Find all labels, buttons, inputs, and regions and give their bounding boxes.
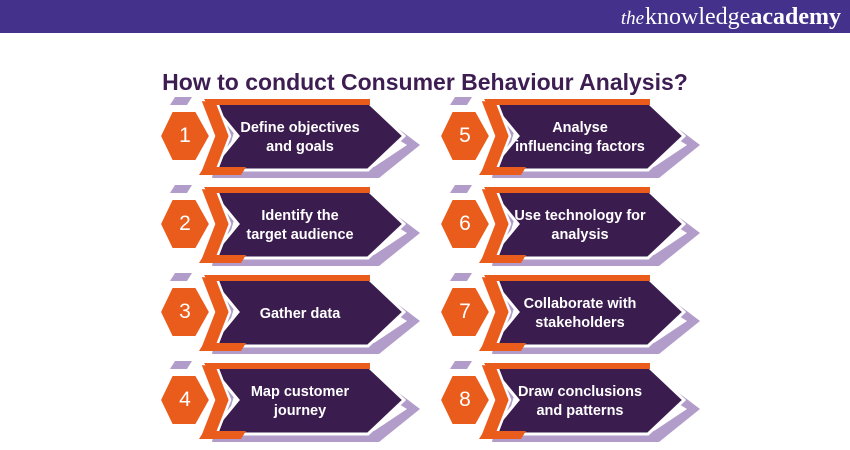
brand-academy: academy	[750, 4, 841, 30]
step-arrow-graphic	[158, 185, 420, 266]
step-arrow-graphic	[438, 273, 700, 354]
step-5: 5 Analyse influencing factors	[438, 96, 700, 180]
step-arrow-graphic	[158, 361, 420, 442]
step-label-line2: and patterns	[536, 403, 624, 419]
step-label-line1: Use technology for	[514, 208, 646, 224]
step-1: 1 Define objectives and goals	[158, 96, 420, 180]
step-number: 4	[179, 388, 191, 411]
step-label: Define objectives and goals	[220, 98, 380, 178]
step-label-line1: Define objectives	[240, 120, 360, 136]
step-label: Use technology for analysis	[500, 186, 660, 266]
step-label-line2: target audience	[246, 227, 354, 243]
step-number: 3	[179, 300, 191, 323]
brand-knowledge: knowledge	[645, 4, 751, 30]
step-2: 2 Identify the target audience	[158, 184, 420, 268]
step-label-line1: Analyse	[552, 120, 608, 136]
step-label: Identify the target audience	[220, 186, 380, 266]
brand-logo: theknowledgeacademy	[621, 0, 841, 33]
step-label-line2: influencing factors	[515, 139, 645, 155]
step-label-line1: Draw conclusions	[517, 384, 643, 400]
step-label-line1: Identify the	[261, 208, 339, 224]
step-number: 1	[179, 124, 191, 147]
header-banner: theknowledgeacademy	[0, 0, 850, 33]
step-number: 2	[179, 212, 191, 235]
step-arrow-graphic	[438, 361, 700, 442]
step-arrow-graphic	[438, 185, 700, 266]
step-number: 8	[459, 388, 471, 411]
brand-the: the	[620, 8, 645, 29]
step-label-line1: Gather data	[259, 305, 341, 322]
step-4: 4 Map customer journey	[158, 360, 420, 444]
step-label: Draw conclusions and patterns	[500, 362, 660, 442]
step-number: 6	[459, 212, 471, 235]
step-8: 8 Draw conclusions and patterns	[438, 360, 700, 444]
step-label: Map customer journey	[220, 362, 380, 442]
step-label-line1: Collaborate with	[523, 296, 637, 312]
step-label-line2: and goals	[266, 139, 334, 155]
step-label-line2: journey	[273, 403, 327, 419]
step-label: Analyse influencing factors	[500, 98, 660, 178]
step-7: 7 Collaborate with stakeholders	[438, 272, 700, 356]
step-number: 5	[459, 124, 471, 147]
step-6: 6 Use technology for analysis	[438, 184, 700, 268]
step-label-line2: analysis	[551, 227, 609, 243]
step-label: Collaborate with stakeholders	[500, 274, 660, 354]
page-title: How to conduct Consumer Behaviour Analys…	[162, 69, 688, 96]
step-3: 3 Gather data	[158, 272, 420, 356]
step-label: Gather data	[220, 274, 380, 354]
step-number: 7	[459, 300, 471, 323]
step-arrow-graphic	[158, 97, 420, 178]
step-arrow-graphic	[158, 273, 420, 354]
step-label-line1: Map customer	[250, 384, 350, 400]
step-label-line2: stakeholders	[535, 315, 625, 331]
step-arrow-graphic	[438, 97, 700, 178]
